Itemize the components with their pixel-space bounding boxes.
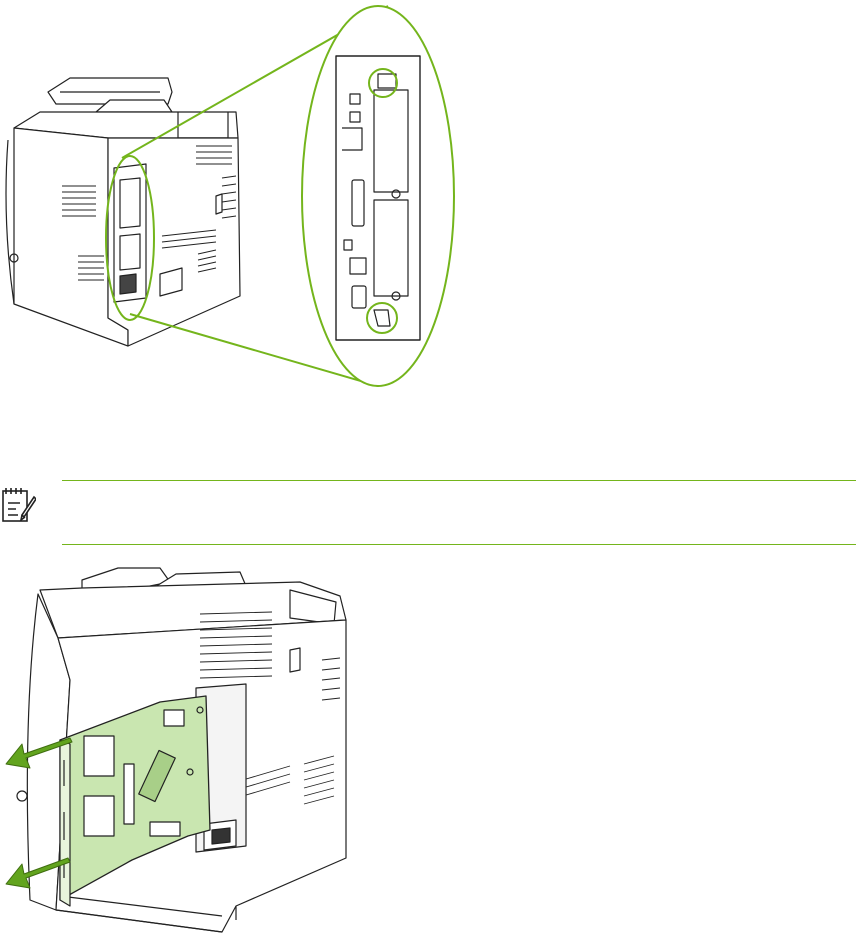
printer-body xyxy=(6,78,240,346)
note-bottom-rule xyxy=(62,544,856,545)
note-pencil-icon xyxy=(0,485,36,525)
formatter-removal-figure xyxy=(0,560,360,933)
formatter-panel xyxy=(336,56,420,340)
note-top-rule xyxy=(62,480,856,481)
printer-rear-view-figure xyxy=(0,0,856,395)
